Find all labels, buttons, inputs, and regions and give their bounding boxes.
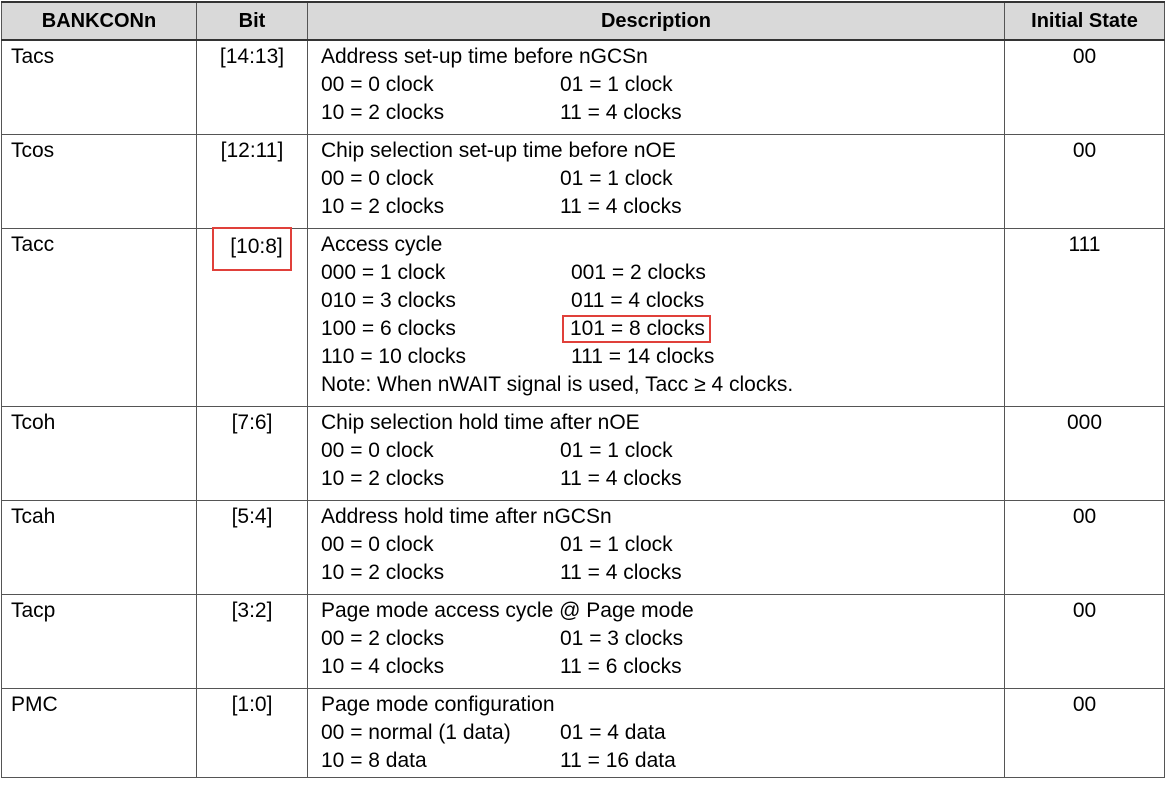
option-value: 011 = 4 clocks	[571, 289, 705, 312]
option-line: 10 = 4 clocks 11 = 6 clocks	[321, 653, 1004, 681]
description-title: Chip selection set-up time before nOE	[321, 139, 676, 162]
option-line: 00 = normal (1 data) 01 = 4 data	[321, 719, 1004, 747]
option-value: 01 = 1 clock	[560, 533, 673, 556]
field-name: Tcoh	[1, 406, 197, 501]
field-description: Page mode access cycle @ Page mode 00 = …	[307, 594, 1005, 689]
field-description: Page mode configuration 00 = normal (1 d…	[307, 688, 1005, 778]
header-initial-state: Initial State	[1004, 1, 1165, 41]
option-value: 11 = 4 clocks	[560, 467, 682, 490]
option-value: 10 = 2 clocks	[321, 195, 445, 218]
option-line: 010 = 3 clocks 011 = 4 clocks	[321, 287, 1004, 315]
option-line: 00 = 0 clock 01 = 1 clock	[321, 165, 1004, 193]
option-value: 01 = 1 clock	[560, 167, 673, 190]
description-title: Page mode configuration	[321, 693, 555, 716]
field-name: PMC	[1, 688, 197, 778]
description-note: Note: When nWAIT signal is used, Tacc ≥ …	[321, 373, 794, 396]
field-bit: [5:4]	[196, 500, 308, 595]
highlight-box-bit: [10:8]	[212, 227, 292, 271]
option-value: 00 = normal (1 data)	[321, 721, 511, 744]
option-value: 10 = 4 clocks	[321, 655, 445, 678]
option-value: 111 = 14 clocks	[571, 345, 715, 368]
option-value: 010 = 3 clocks	[321, 289, 456, 312]
option-value: 11 = 4 clocks	[560, 561, 682, 584]
option-value: 100 = 6 clocks	[321, 317, 456, 340]
option-line: 10 = 2 clocks 11 = 4 clocks	[321, 559, 1004, 587]
description-title: Page mode access cycle @ Page mode	[321, 599, 694, 622]
description-title: Access cycle	[321, 233, 443, 256]
field-description: Address set-up time before nGCSn 00 = 0 …	[307, 39, 1005, 135]
field-bit: [1:0]	[196, 688, 308, 778]
option-value: 01 = 4 data	[560, 721, 666, 744]
field-initial-state: 00	[1004, 39, 1165, 135]
option-line: 10 = 2 clocks 11 = 4 clocks	[321, 193, 1004, 221]
field-bit: [3:2]	[196, 594, 308, 689]
field-name: Tacp	[1, 594, 197, 689]
option-line: 00 = 2 clocks 01 = 3 clocks	[321, 625, 1004, 653]
table-row-tcah: Tcah [5:4] Address hold time after nGCSn…	[1, 500, 1165, 595]
table-row-tcoh: Tcoh [7:6] Chip selection hold time afte…	[1, 406, 1165, 501]
field-description: Address hold time after nGCSn 00 = 0 clo…	[307, 500, 1005, 595]
option-value: 10 = 2 clocks	[321, 561, 445, 584]
option-value: 10 = 2 clocks	[321, 467, 445, 490]
option-line: 000 = 1 clock 001 = 2 clocks	[321, 259, 1004, 287]
option-value: 00 = 0 clock	[321, 73, 434, 96]
field-initial-state: 00	[1004, 688, 1165, 778]
header-bankconn: BANKCONn	[1, 1, 197, 41]
field-name: Tacc	[1, 228, 197, 407]
description-title: Address set-up time before nGCSn	[321, 45, 648, 68]
field-name: Tcos	[1, 134, 197, 229]
field-name: Tacs	[1, 39, 197, 135]
field-initial-state: 111	[1004, 228, 1165, 407]
option-value: 110 = 10 clocks	[321, 345, 466, 368]
option-line: 00 = 0 clock 01 = 1 clock	[321, 437, 1004, 465]
option-line: 10 = 2 clocks 11 = 4 clocks	[321, 99, 1004, 127]
header-bit: Bit	[196, 1, 308, 41]
option-value: 00 = 0 clock	[321, 533, 434, 556]
table-row-tacp: Tacp [3:2] Page mode access cycle @ Page…	[1, 594, 1165, 689]
field-bit: [12:11]	[196, 134, 308, 229]
field-description: Access cycle 000 = 1 clock 001 = 2 clocks…	[307, 228, 1005, 407]
field-description: Chip selection set-up time before nOE 00…	[307, 134, 1005, 229]
header-description: Description	[307, 1, 1005, 41]
option-value: 01 = 3 clocks	[560, 627, 684, 650]
option-value: 001 = 2 clocks	[571, 261, 706, 284]
field-bit: [14:13]	[196, 39, 308, 135]
field-bit: [10:8]	[196, 227, 308, 407]
option-value: 00 = 2 clocks	[321, 627, 445, 650]
option-value: 00 = 0 clock	[321, 439, 434, 462]
table-row-tacs: Tacs [14:13] Address set-up time before …	[1, 39, 1165, 135]
option-line: 10 = 2 clocks 11 = 4 clocks	[321, 465, 1004, 493]
field-description: Chip selection hold time after nOE 00 = …	[307, 406, 1005, 501]
description-title: Address hold time after nGCSn	[321, 505, 612, 528]
header-row: BANKCONn Bit Description Initial State	[1, 1, 1165, 41]
field-initial-state: 00	[1004, 594, 1165, 689]
option-value: 01 = 1 clock	[560, 73, 673, 96]
field-name: Tcah	[1, 500, 197, 595]
option-value: 00 = 0 clock	[321, 167, 434, 190]
field-initial-state: 000	[1004, 406, 1165, 501]
option-line: 100 = 6 clocks 101 = 8 clocks	[321, 315, 1004, 343]
field-initial-state: 00	[1004, 134, 1165, 229]
table-row-tcos: Tcos [12:11] Chip selection set-up time …	[1, 134, 1165, 229]
option-value: 10 = 8 data	[321, 749, 427, 772]
option-value: 11 = 4 clocks	[560, 101, 682, 124]
option-value: 11 = 6 clocks	[560, 655, 682, 678]
table-row-pmc: PMC [1:0] Page mode configuration 00 = n…	[1, 688, 1165, 778]
field-bit: [7:6]	[196, 406, 308, 501]
option-line: 110 = 10 clocks 111 = 14 clocks	[321, 343, 1004, 371]
option-value: 10 = 2 clocks	[321, 101, 445, 124]
option-value: 01 = 1 clock	[560, 439, 673, 462]
option-line: 10 = 8 data 11 = 16 data	[321, 747, 1004, 775]
option-value: 11 = 16 data	[560, 749, 676, 772]
option-value: 000 = 1 clock	[321, 261, 446, 284]
option-value: 11 = 4 clocks	[560, 195, 682, 218]
highlight-box-option: 101 = 8 clocks	[562, 315, 711, 343]
option-line: 00 = 0 clock 01 = 1 clock	[321, 531, 1004, 559]
description-title: Chip selection hold time after nOE	[321, 411, 640, 434]
field-initial-state: 00	[1004, 500, 1165, 595]
option-line: 00 = 0 clock 01 = 1 clock	[321, 71, 1004, 99]
